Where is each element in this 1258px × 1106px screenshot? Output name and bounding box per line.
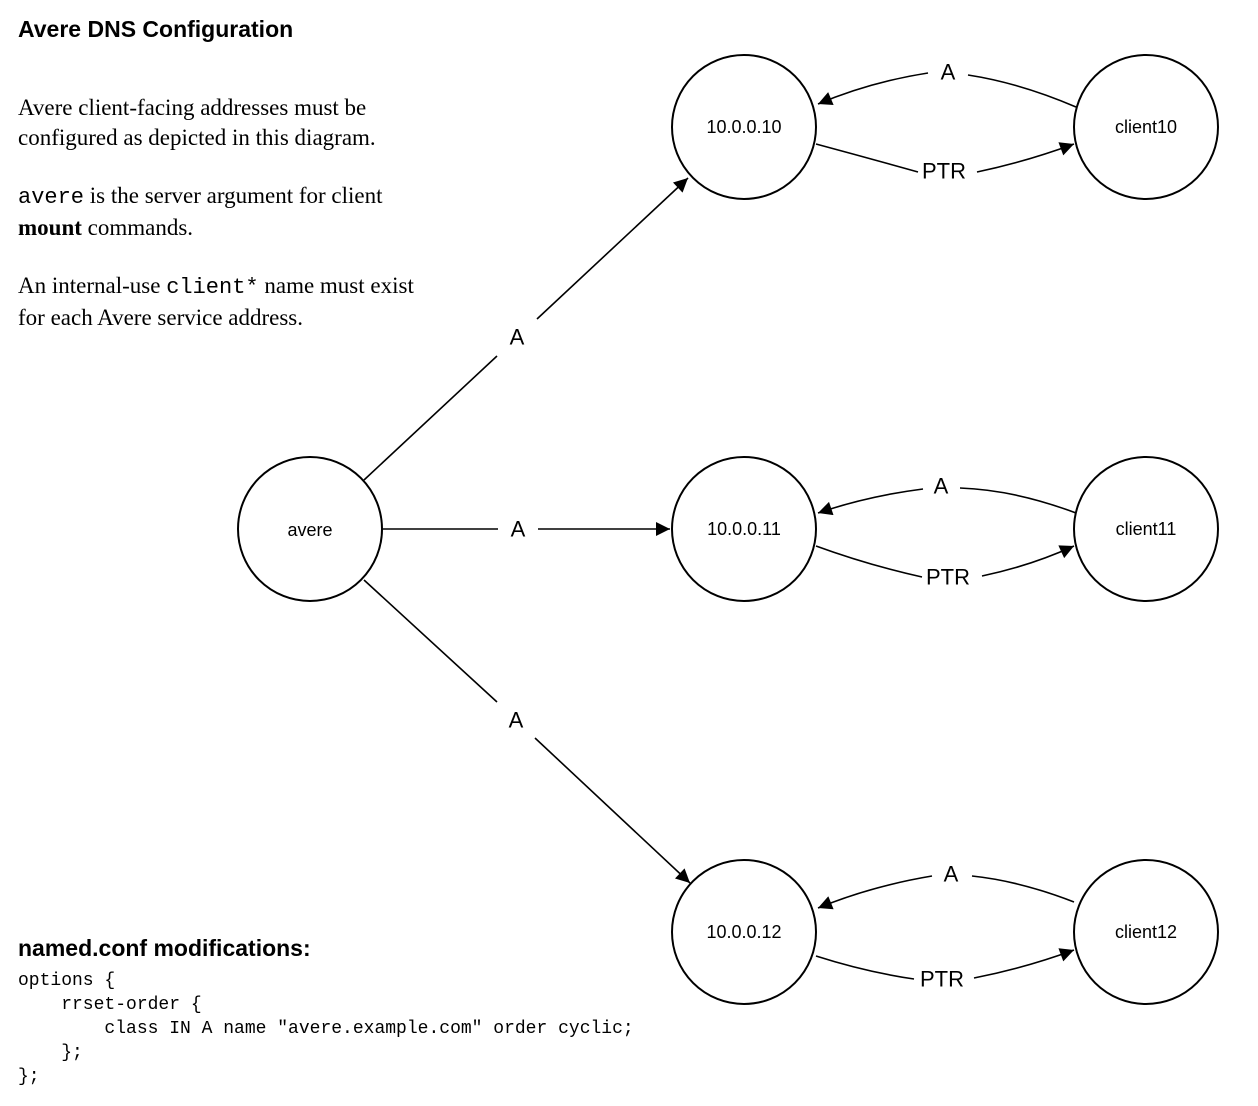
page-title: Avere DNS Configuration	[18, 16, 294, 42]
code-line: options {	[18, 971, 116, 991]
edge-ip10-client10	[815, 143, 919, 173]
node-client12	[1073, 859, 1219, 1005]
code-line: };	[18, 1043, 83, 1063]
edge-client11-ip11	[959, 487, 1077, 514]
node-label-client11: client11	[1116, 519, 1177, 539]
edge-label-client11-ip11: A	[934, 474, 949, 499]
edge-label-avere-ip11: A	[511, 517, 526, 542]
edge-ip12-client12	[815, 955, 915, 980]
edge-client10-ip10	[817, 72, 929, 105]
edge-ip11-client11	[815, 545, 923, 578]
node-avere	[237, 456, 383, 602]
named-conf-title: named.conf modifications:	[18, 935, 311, 961]
edge-client11-ip11	[817, 488, 924, 516]
code-line: rrset-order {	[18, 995, 202, 1015]
description-text: commands.	[81, 215, 194, 240]
description: Avere client-facing addresses must be co…	[18, 93, 438, 361]
node-label-ip10: 10.0.0.10	[706, 117, 781, 137]
node-ip12	[671, 859, 817, 1005]
client-name-code: client*	[166, 275, 259, 300]
edge-ip10-client10	[976, 142, 1075, 173]
description-text: is the server argument for client	[84, 183, 383, 208]
server-argument-code: avere	[18, 185, 85, 210]
edge-avere-ip10	[536, 177, 689, 320]
named-conf-code: options { rrset-order { class IN A name …	[18, 969, 634, 1089]
edge-label-client10-ip10: A	[941, 60, 956, 85]
edge-label-ip12-client12: PTR	[920, 967, 964, 992]
node-label-ip12: 10.0.0.12	[706, 922, 781, 942]
edge-label-ip11-client11: PTR	[926, 565, 970, 590]
edge-label-ip10-client10: PTR	[922, 159, 966, 184]
description-paragraph-1: Avere client-facing addresses must be co…	[18, 95, 376, 150]
node-label-ip11: 10.0.0.11	[707, 519, 781, 539]
description-paragraph-3: An internal-use client* name must exist …	[18, 271, 438, 333]
node-label-client12: client12	[1115, 922, 1177, 942]
edge-client12-ip12	[971, 875, 1075, 903]
edge-avere-ip12	[363, 579, 498, 703]
mount-keyword: mount	[18, 215, 82, 240]
code-line: class IN A name "avere.example.com" orde…	[18, 1019, 634, 1039]
edge-label-client12-ip12: A	[944, 862, 959, 887]
edge-label-avere-ip12: A	[509, 708, 524, 733]
node-ip10	[671, 54, 817, 200]
edge-avere-ip12	[534, 737, 691, 884]
edge-avere-ip10	[363, 355, 498, 481]
node-label-avere: avere	[287, 520, 332, 540]
node-client10	[1073, 54, 1219, 200]
node-ip11	[671, 456, 817, 602]
description-text: An internal-use	[18, 273, 167, 298]
edge-ip12-client12	[973, 948, 1075, 979]
edge-label-avere-ip10: A	[510, 325, 525, 350]
code-line: };	[18, 1067, 40, 1087]
edge-ip11-client11	[981, 545, 1075, 577]
edge-client12-ip12	[817, 875, 933, 910]
description-paragraph-2: avere is the server argument for client …	[18, 181, 438, 243]
node-client11	[1073, 456, 1219, 602]
description-text: name must exist for each Avere service a…	[18, 273, 414, 330]
edge-client10-ip10	[967, 74, 1077, 108]
node-label-client10: client10	[1115, 117, 1177, 137]
